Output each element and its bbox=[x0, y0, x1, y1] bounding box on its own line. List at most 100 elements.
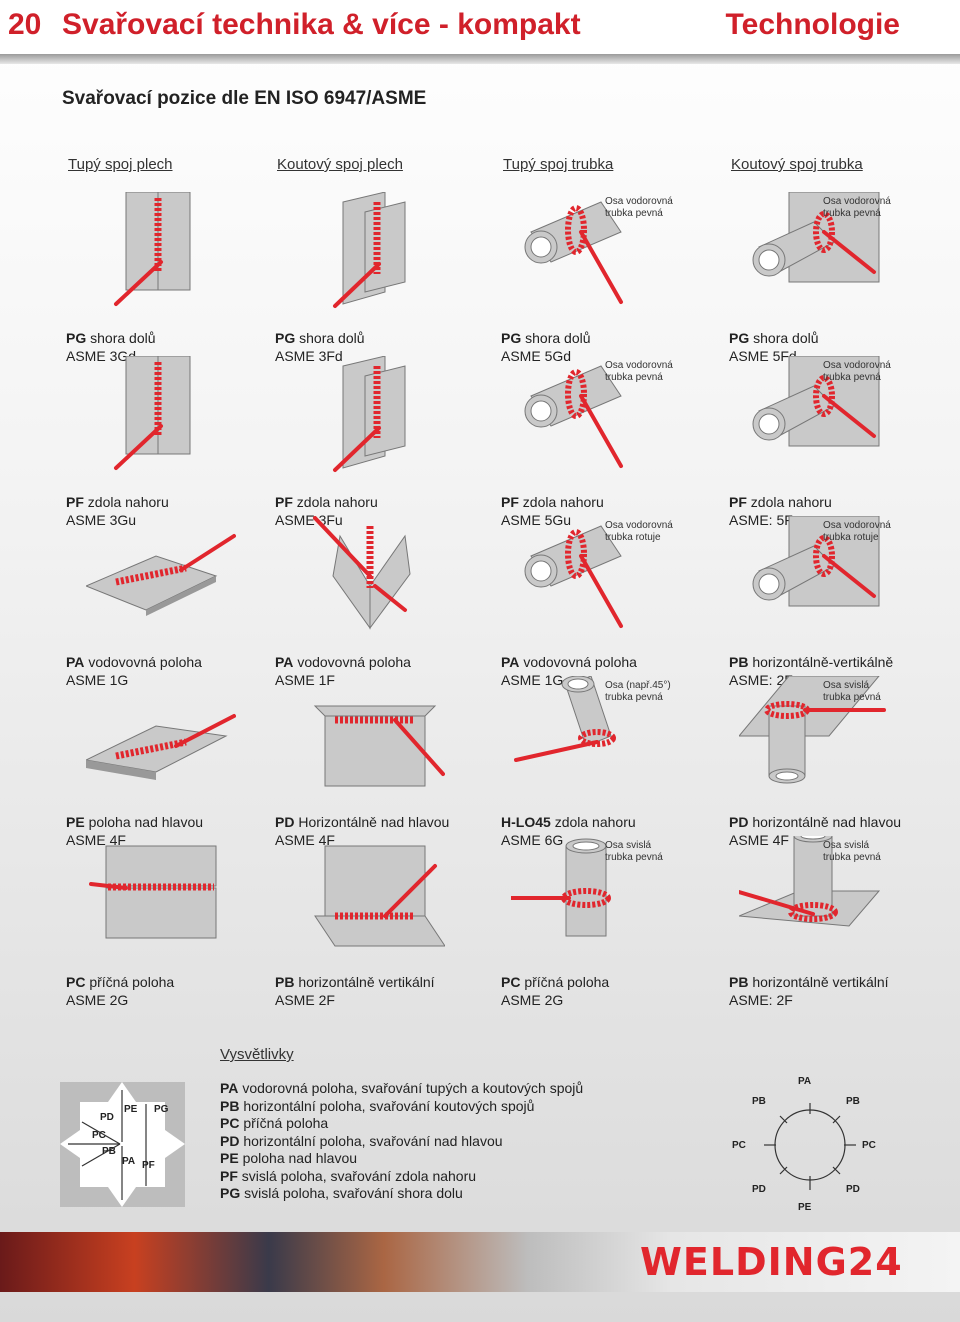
weld-illustration bbox=[295, 516, 445, 636]
axis-note: Osa svislátrubka pevná bbox=[823, 840, 881, 864]
position-description: shora dolů bbox=[753, 330, 818, 346]
weld-illustration bbox=[295, 192, 445, 312]
position-code: PD bbox=[275, 814, 294, 830]
asme-code: ASME: 2F bbox=[729, 991, 889, 1009]
position-description: Horizontálně nad hlavou bbox=[298, 814, 449, 830]
page-title: Svařovací technika & více - kompakt bbox=[62, 8, 581, 42]
position-code: PC bbox=[501, 974, 520, 990]
column-header-fillet-plate[interactable]: Koutový spoj plech bbox=[277, 156, 403, 173]
weld-position-cell: Osa svislátrubka pevnáPD horizontálně na… bbox=[729, 672, 929, 832]
position-code: PF bbox=[66, 494, 84, 510]
column-header-butt-pipe[interactable]: Tupý spoj trubka bbox=[503, 156, 613, 173]
weld-position-cell: PG shora dolůASME 3Gd bbox=[66, 188, 266, 348]
legend-list: PA vodorovná poloha, svařování tupých a … bbox=[220, 1080, 583, 1203]
position-code: PB bbox=[729, 654, 748, 670]
box-label-pf: PF bbox=[142, 1160, 155, 1171]
brand-logo[interactable]: WELDING24 bbox=[640, 1240, 903, 1284]
circle-label-pc-left: PC bbox=[732, 1140, 746, 1151]
axis-note: Osa (např.45°)trubka pevná bbox=[605, 680, 671, 704]
position-code: PE bbox=[66, 814, 85, 830]
weld-illustration bbox=[295, 836, 445, 956]
position-description: vodovovná poloha bbox=[523, 654, 637, 670]
weld-illustration bbox=[86, 836, 236, 956]
position-description: horizontálně nad hlavou bbox=[752, 814, 901, 830]
column-header-fillet-pipe[interactable]: Koutový spoj trubka bbox=[731, 156, 863, 173]
box-label-pe: PE bbox=[124, 1104, 137, 1115]
legend-item: PF svislá poloha, svařování zdola nahoru bbox=[220, 1168, 583, 1186]
weld-position-cell: Osa vodorovnátrubka pevnáPF zdola nahoru… bbox=[501, 352, 701, 512]
position-description: shora dolů bbox=[299, 330, 364, 346]
position-code: PF bbox=[501, 494, 519, 510]
box-label-pg: PG bbox=[154, 1104, 168, 1115]
position-description: příčná poloha bbox=[89, 974, 174, 990]
position-description: zdola nahoru bbox=[88, 494, 169, 510]
legend-item: PE poloha nad hlavou bbox=[220, 1150, 583, 1168]
axis-note: Osa vodorovnátrubka pevná bbox=[823, 360, 891, 384]
position-description: poloha nad hlavou bbox=[89, 814, 203, 830]
position-description: zdola nahoru bbox=[297, 494, 378, 510]
position-description: příčná poloha bbox=[524, 974, 609, 990]
position-code: PA bbox=[275, 654, 293, 670]
position-code: PG bbox=[66, 330, 86, 346]
column-header-butt-plate[interactable]: Tupý spoj plech bbox=[68, 156, 173, 173]
position-description: horizontálně vertikální bbox=[298, 974, 434, 990]
legend-item: PA vodorovná poloha, svařování tupých a … bbox=[220, 1080, 583, 1098]
asme-code: ASME 2F bbox=[275, 991, 435, 1009]
circle-label-pa: PA bbox=[798, 1076, 811, 1087]
position-description: shora dolů bbox=[90, 330, 155, 346]
position-code: PG bbox=[275, 330, 295, 346]
weld-position-cell: Osa (např.45°)trubka pevnáH-LO45 zdola n… bbox=[501, 672, 701, 832]
position-description: horizontálně-vertikálně bbox=[752, 654, 893, 670]
circle-label-pd-left: PD bbox=[752, 1184, 766, 1195]
position-description: shora dolů bbox=[525, 330, 590, 346]
asme-code: ASME 2G bbox=[501, 991, 609, 1009]
position-code: PF bbox=[275, 494, 293, 510]
position-description: zdola nahoru bbox=[555, 814, 636, 830]
position-description: vodovovná poloha bbox=[88, 654, 202, 670]
position-code: PB bbox=[729, 974, 748, 990]
weld-illustration bbox=[86, 516, 236, 636]
weld-illustration bbox=[86, 676, 236, 796]
legend-item: PG svislá poloha, svařování shora dolu bbox=[220, 1185, 583, 1203]
position-code: PA bbox=[501, 654, 519, 670]
header-divider bbox=[0, 54, 960, 64]
position-code: PC bbox=[66, 974, 85, 990]
position-description: horizontálně vertikální bbox=[752, 974, 888, 990]
circle-label-pb-right: PB bbox=[846, 1096, 860, 1107]
circle-label-pc-right: PC bbox=[862, 1140, 876, 1151]
legend-item: PD horizontální poloha, svařování nad hl… bbox=[220, 1133, 583, 1151]
circle-label-pd-right: PD bbox=[846, 1184, 860, 1195]
position-box-diagram bbox=[60, 1082, 185, 1207]
weld-illustration bbox=[86, 192, 236, 312]
position-code: PD bbox=[729, 814, 748, 830]
weld-illustration bbox=[295, 676, 445, 796]
legend-item: PC příčná poloha bbox=[220, 1115, 583, 1133]
legend-item: PB horizontální poloha, svařování koutov… bbox=[220, 1098, 583, 1116]
box-label-pd: PD bbox=[100, 1112, 114, 1123]
box-label-pa: PA bbox=[122, 1156, 135, 1167]
page-number: 20 bbox=[8, 8, 41, 42]
legend-title[interactable]: Vysvětlivky bbox=[220, 1046, 294, 1063]
position-code: PG bbox=[729, 330, 749, 346]
position-description: zdola nahoru bbox=[751, 494, 832, 510]
weld-illustration bbox=[295, 356, 445, 476]
box-label-pb: PB bbox=[102, 1146, 116, 1157]
asme-code: ASME 2G bbox=[66, 991, 174, 1009]
